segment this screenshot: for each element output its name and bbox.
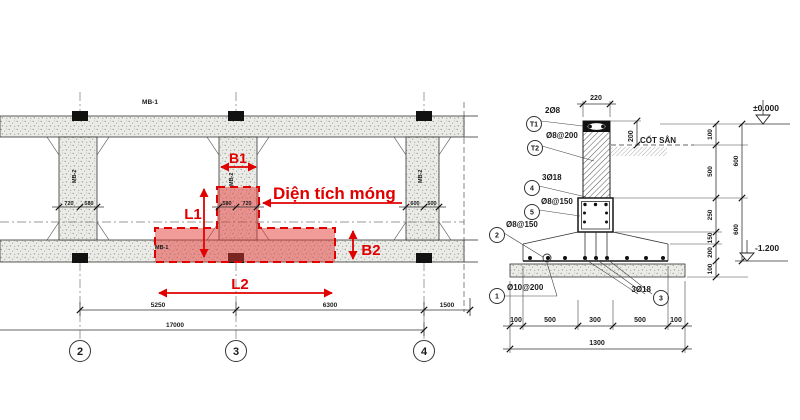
callout-1-ref: 1 [495,294,499,301]
label-mb2-center: MB-2 [229,173,235,186]
dim-strip-left-b: 580 [84,201,93,207]
plan-view: MB-1 MB-2 MB-2 MB-2 MB-1 720 580 580 720… [0,92,478,362]
grid-bubble-2-circle [69,340,91,362]
callout-2-ref: 2 [495,233,499,240]
dim-stem-top: 200 [610,117,641,149]
footing-haunch [522,231,669,262]
svg-text:100: 100 [510,317,522,324]
callout-5-label: Ø8@150 [541,197,573,206]
label-cot-san: CỐT SÂN [640,135,676,145]
svg-text:250: 250 [707,209,714,220]
wall-stem [582,120,611,199]
dim-overall: 17000 [166,322,184,329]
dim-strip-right-b: 500 [427,201,436,207]
dim-span-2-3: 5250 [151,302,166,309]
svg-text:600: 600 [733,155,740,166]
strip-dims: 720 580 580 720 600 500 [52,201,446,211]
elevation-top-marker [755,114,771,125]
dim-strip-right-a: 600 [410,201,419,207]
callout-3-label: 3Ø18 [631,285,651,294]
callout-2-label: Ø8@150 [506,220,538,229]
dim-span-edge: 1500 [440,302,455,309]
bottom-rebar-dots [528,256,665,260]
svg-text:150: 150 [707,232,714,243]
callout-4-ref: 4 [530,186,534,193]
svg-text:300: 300 [589,317,601,324]
elevation-bottom-value: -1.200 [755,243,779,253]
lean-concrete-pad [509,263,686,278]
callout-5-ref: 5 [530,210,534,217]
elevation-bottom-marker [739,252,755,262]
label-l1: L1 [184,206,202,223]
neck-reinforcement [577,197,614,233]
label-mb2-right: MB-2 [418,170,424,183]
label-mb2-left: MB-2 [72,170,78,183]
callout-t1-ref: T1 [530,122,538,129]
label-b2: B2 [361,242,380,259]
label-l2: L2 [231,276,249,293]
callout-4-label: 3Ø18 [542,173,562,182]
label-mb1-bottom: MB-1 [155,245,168,251]
callout-3-ref: 3 [659,296,663,303]
grid-dims: 5250 6300 1500 17000 [0,298,474,336]
section-view: CỐT SÂN [489,95,790,353]
callout-t2-label: Ø8@200 [546,131,578,140]
dim-stem-width: 220 [577,95,616,117]
dim-strip-center-b: 720 [242,201,251,207]
label-b1: B1 [229,150,247,166]
dim-span-3-4: 6300 [323,302,338,309]
svg-text:100: 100 [707,263,714,274]
label-mb1-top: MB-1 [142,99,158,106]
svg-text:100: 100 [670,317,682,324]
wall-top-stirrup [587,123,606,130]
section-bottom-dims: 100 500 300 500 100 1300 [503,266,692,353]
dim-strip-center-a: 580 [222,201,231,207]
svg-text:500: 500 [544,317,556,324]
elevation-markers: ±0.000 -1.200 [735,100,790,262]
svg-text:200: 200 [628,130,635,142]
grid-bubble-2: 2 [77,346,83,358]
label-foundation-area: Diện tích móng [273,184,396,203]
highlight-annotations: B1 L1 L2 B2 Diện tích móng [158,150,402,298]
grid-bubble-3: 3 [233,346,239,358]
svg-text:600: 600 [733,224,740,235]
elevation-top-value: ±0.000 [753,103,779,113]
section-right-dims: 100 500 250 150 200 100 600 600 [613,120,748,281]
grid-bubbles: 2 3 4 [69,340,435,362]
dim-footing-overall: 1300 [589,340,605,347]
strip-footing-mb2-left [46,136,110,241]
dim-strip-left-a: 720 [64,201,73,207]
svg-text:500: 500 [634,317,646,324]
strip-footing-mb2-right [393,136,452,241]
svg-text:200: 200 [707,247,714,258]
svg-text:100: 100 [707,129,714,140]
svg-text:220: 220 [590,95,602,102]
callouts: T1 2Ø8 T2 Ø8@200 4 3Ø18 5 Ø8@150 2 Ø8@15… [489,106,669,306]
callout-t1-label: 2Ø8 [545,106,561,115]
callout-t2-ref: T2 [531,146,539,153]
grid-bubble-3-circle [225,340,247,362]
svg-text:500: 500 [707,166,714,177]
callout-1-label: Ø10@200 [507,283,544,292]
grid-bubble-4: 4 [421,346,428,358]
ground-hatch [611,147,667,156]
grid-bubble-4-circle [413,340,435,362]
